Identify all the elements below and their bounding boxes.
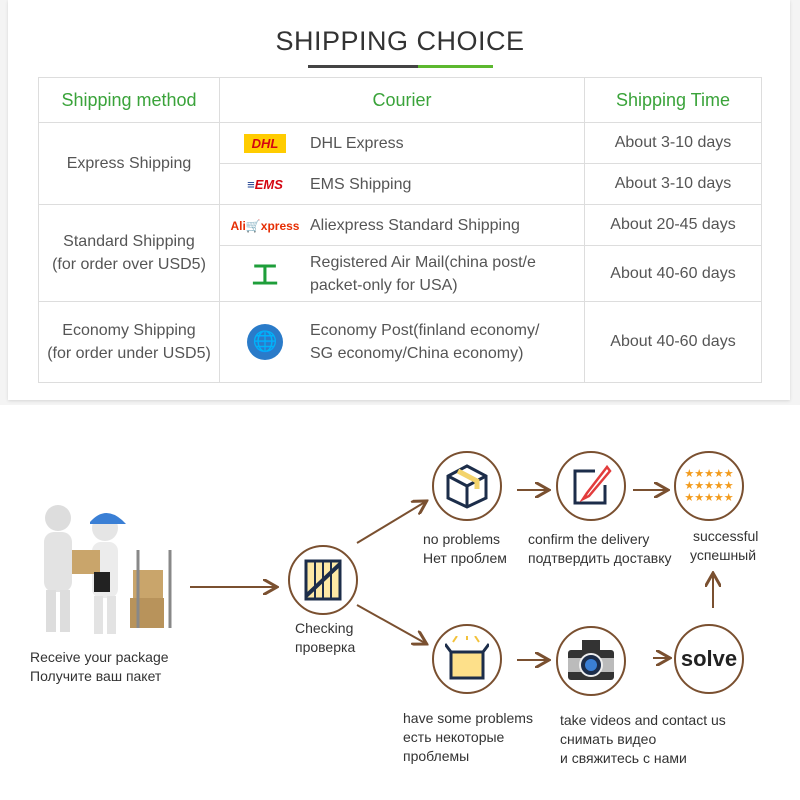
table-row: ≡EMS EMS Shipping About 3-10 days xyxy=(39,163,762,205)
header-time: Shipping Time xyxy=(584,77,762,123)
edit-icon xyxy=(556,451,626,521)
method-label: Economy Shipping xyxy=(62,322,196,339)
table-row: Economy Shipping (for order under USD5) 🌐… xyxy=(38,301,762,383)
courier-name: EMS Shipping xyxy=(310,175,412,193)
method-note: (for order over USD5) xyxy=(52,256,206,273)
table-row: Standard Shipping (for order over USD5) A… xyxy=(38,204,762,302)
method-label: Standard Shipping xyxy=(63,233,195,250)
courier-name: Registered Air Mail(china post/e packet-… xyxy=(310,253,536,294)
page-title: SHIPPING CHOICE xyxy=(275,26,525,56)
courier-name: Aliexpress Standard Shipping xyxy=(310,216,520,234)
time-cell: About 40-60 days xyxy=(584,301,762,383)
delivery-people-image xyxy=(30,500,180,640)
time-cell: About 40-60 days xyxy=(584,245,762,302)
stars-icon: ★★★★★★★★★★★★★★★ xyxy=(674,451,744,521)
box-icon xyxy=(432,451,502,521)
title-underline xyxy=(308,65,418,68)
method-cell: Economy Shipping (for order under USD5) xyxy=(38,301,220,383)
china-post-logo: ⼯ xyxy=(251,260,278,290)
method-note: (for order under USD5) xyxy=(47,345,211,362)
open-box-icon xyxy=(432,624,502,694)
method-cell: Express Shipping xyxy=(38,122,220,205)
shipping-table: Shipping method Courier Shipping Time Ex… xyxy=(38,77,762,383)
checking-icon xyxy=(288,545,358,615)
table-row: ⼯ Registered Air Mail(china post/e packet… xyxy=(39,245,762,302)
time-cell: About 3-10 days xyxy=(584,163,762,205)
solve-icon: solve xyxy=(674,624,744,694)
courier-name: DHL Express xyxy=(310,134,404,152)
aliexpress-logo: Ali🛒xpress xyxy=(230,218,300,233)
title-underline-accent xyxy=(418,65,493,68)
dhl-logo: DHL xyxy=(220,133,310,153)
time-cell: About 3-10 days xyxy=(584,122,762,164)
courier-name: Economy Post(finland economy/ SG economy… xyxy=(310,322,540,362)
ems-logo: ≡EMS xyxy=(247,176,283,192)
camera-icon xyxy=(556,626,626,696)
method-label: Express Shipping xyxy=(66,154,192,172)
method-cell: Standard Shipping (for order over USD5) xyxy=(38,204,220,302)
un-logo: 🌐 xyxy=(220,324,310,360)
time-cell: About 20-45 days xyxy=(584,204,762,246)
header-method: Shipping method xyxy=(38,77,220,123)
